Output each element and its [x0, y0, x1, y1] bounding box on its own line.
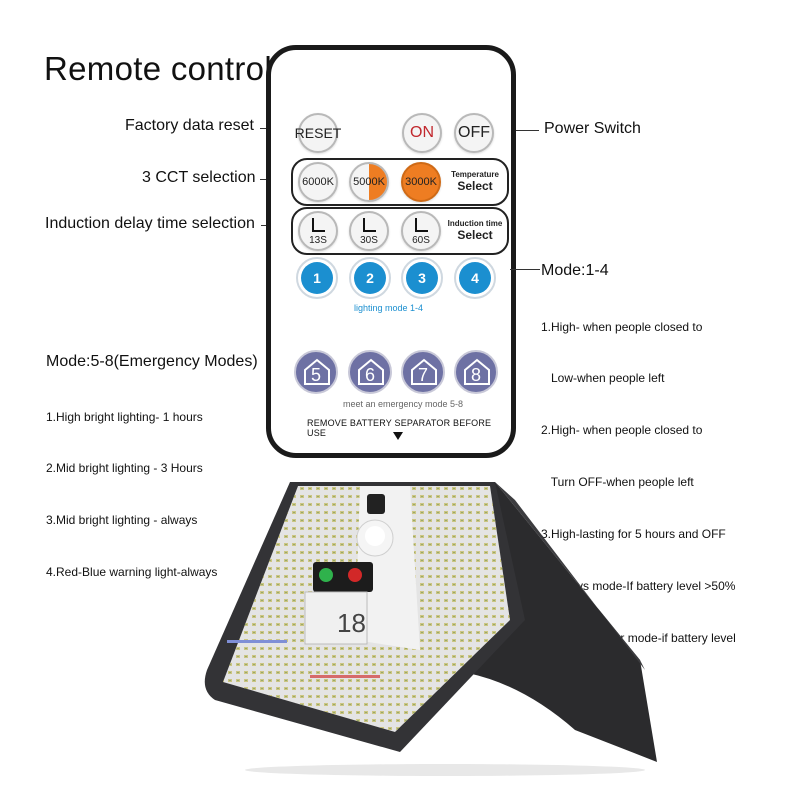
- mode58-title: Mode:5-8(Emergency Modes): [46, 353, 258, 370]
- delay-60s-button[interactable]: 60S: [401, 211, 441, 251]
- mode-8-button[interactable]: 8: [454, 350, 498, 394]
- power-switch-label: Power Switch: [544, 120, 641, 137]
- cct-selection-label: 3 CCT selection: [142, 169, 256, 186]
- mode14-line-5: 3.High-lasting for 5 hours and OFF: [541, 527, 726, 542]
- delay-selection-group: 13S 30S 60S Induction time Select: [291, 207, 509, 255]
- mode-5-button[interactable]: 5: [294, 350, 338, 394]
- delay-30s-button[interactable]: 30S: [349, 211, 389, 251]
- reset-button[interactable]: RESET: [295, 113, 341, 153]
- house-icon: [411, 358, 437, 385]
- temperature-small-text: Temperature: [451, 170, 499, 179]
- down-arrow-icon: [393, 432, 403, 440]
- bulb-icon: 4: [459, 262, 491, 294]
- mode58-description: 1.High bright lighting- 1 hours 2.Mid br…: [46, 374, 217, 599]
- mode-6-label: 6: [364, 364, 375, 385]
- mode58-line-4: 4.Red-Blue warning light-always: [46, 565, 218, 580]
- mode-3-label: 3: [418, 270, 426, 286]
- remote-control: RESET ON OFF 6000K 5000K 3000K Temperatu…: [266, 45, 516, 458]
- delay-60s-label: 60S: [412, 234, 430, 246]
- bulb-icon: 3: [406, 262, 438, 294]
- mode-1-label: 1: [313, 270, 321, 286]
- mode14-line-3: 2.High- when people closed to: [541, 423, 703, 438]
- lighting-mode-text: lighting mode 1-4: [354, 303, 424, 313]
- cct-3000k-button[interactable]: 3000K: [401, 162, 441, 202]
- power-switch-line: [493, 130, 539, 131]
- mode-7-label: 7: [417, 364, 428, 385]
- battery-warning-text: REMOVE BATTERY SEPARATOR BEFORE USE: [307, 418, 492, 438]
- mode14-line-4: Turn OFF-when people left: [541, 475, 694, 490]
- cct-5000k-button[interactable]: 5000K: [349, 162, 389, 202]
- clock-icon: [415, 217, 428, 232]
- house-icon: [358, 358, 384, 385]
- delay-selection-label: Induction delay time selection: [45, 215, 255, 232]
- clock-icon: [363, 217, 376, 232]
- mode58-line-2: 2.Mid bright lighting - 3 Hours: [46, 461, 203, 476]
- temperature-big-text: Select: [457, 179, 493, 193]
- on-button[interactable]: ON: [402, 113, 442, 153]
- mode-5-label: 5: [310, 364, 321, 385]
- mode-3-button[interactable]: 3: [401, 257, 443, 299]
- solar-lamp-image: 18: [204, 482, 657, 776]
- mode14-line: [510, 269, 540, 270]
- mode-4-button[interactable]: 4: [454, 257, 496, 299]
- clock-icon: [312, 217, 325, 232]
- mode-1-button[interactable]: 1: [296, 257, 338, 299]
- mode-2-button[interactable]: 2: [349, 257, 391, 299]
- temperature-select-text: Temperature Select: [445, 170, 505, 193]
- delay-13s-button[interactable]: 13S: [298, 211, 338, 251]
- mode-6-button[interactable]: 6: [348, 350, 392, 394]
- house-icon: [304, 358, 330, 385]
- mode14-line-1: 1.High- when people closed to: [541, 319, 703, 334]
- mode-2-label: 2: [366, 270, 374, 286]
- factory-reset-label: Factory data reset: [125, 117, 254, 134]
- lamp-display-digits: 18: [337, 608, 366, 638]
- induction-small-text: Induction time: [447, 219, 503, 228]
- page-title: Remote control: [44, 50, 272, 87]
- mode58-line-3: 3.Mid bright lighting - always: [46, 513, 198, 528]
- delay-30s-label: 30S: [360, 234, 378, 246]
- induction-select-text: Induction time Select: [445, 219, 505, 242]
- delay-13s-label: 13S: [309, 234, 327, 246]
- bulb-icon: 1: [301, 262, 333, 294]
- mode-8-label: 8: [470, 364, 481, 385]
- mode-4-label: 4: [471, 270, 479, 286]
- mode58-line-1: 1.High bright lighting- 1 hours: [46, 409, 203, 424]
- cct-6000k-button[interactable]: 6000K: [298, 162, 338, 202]
- house-icon: [464, 358, 490, 385]
- off-button[interactable]: OFF: [454, 113, 494, 153]
- mode14-line-2: Low-when people left: [541, 371, 665, 386]
- mode-7-button[interactable]: 7: [401, 350, 445, 394]
- induction-big-text: Select: [457, 228, 493, 242]
- emergency-mode-text: meet an emergency mode 5-8: [343, 399, 464, 409]
- mode14-title: Mode:1-4: [541, 262, 609, 279]
- bulb-icon: 2: [354, 262, 386, 294]
- cct-selection-group: 6000K 5000K 3000K Temperature Select: [291, 158, 509, 206]
- red-blue-led-strip: [227, 640, 380, 678]
